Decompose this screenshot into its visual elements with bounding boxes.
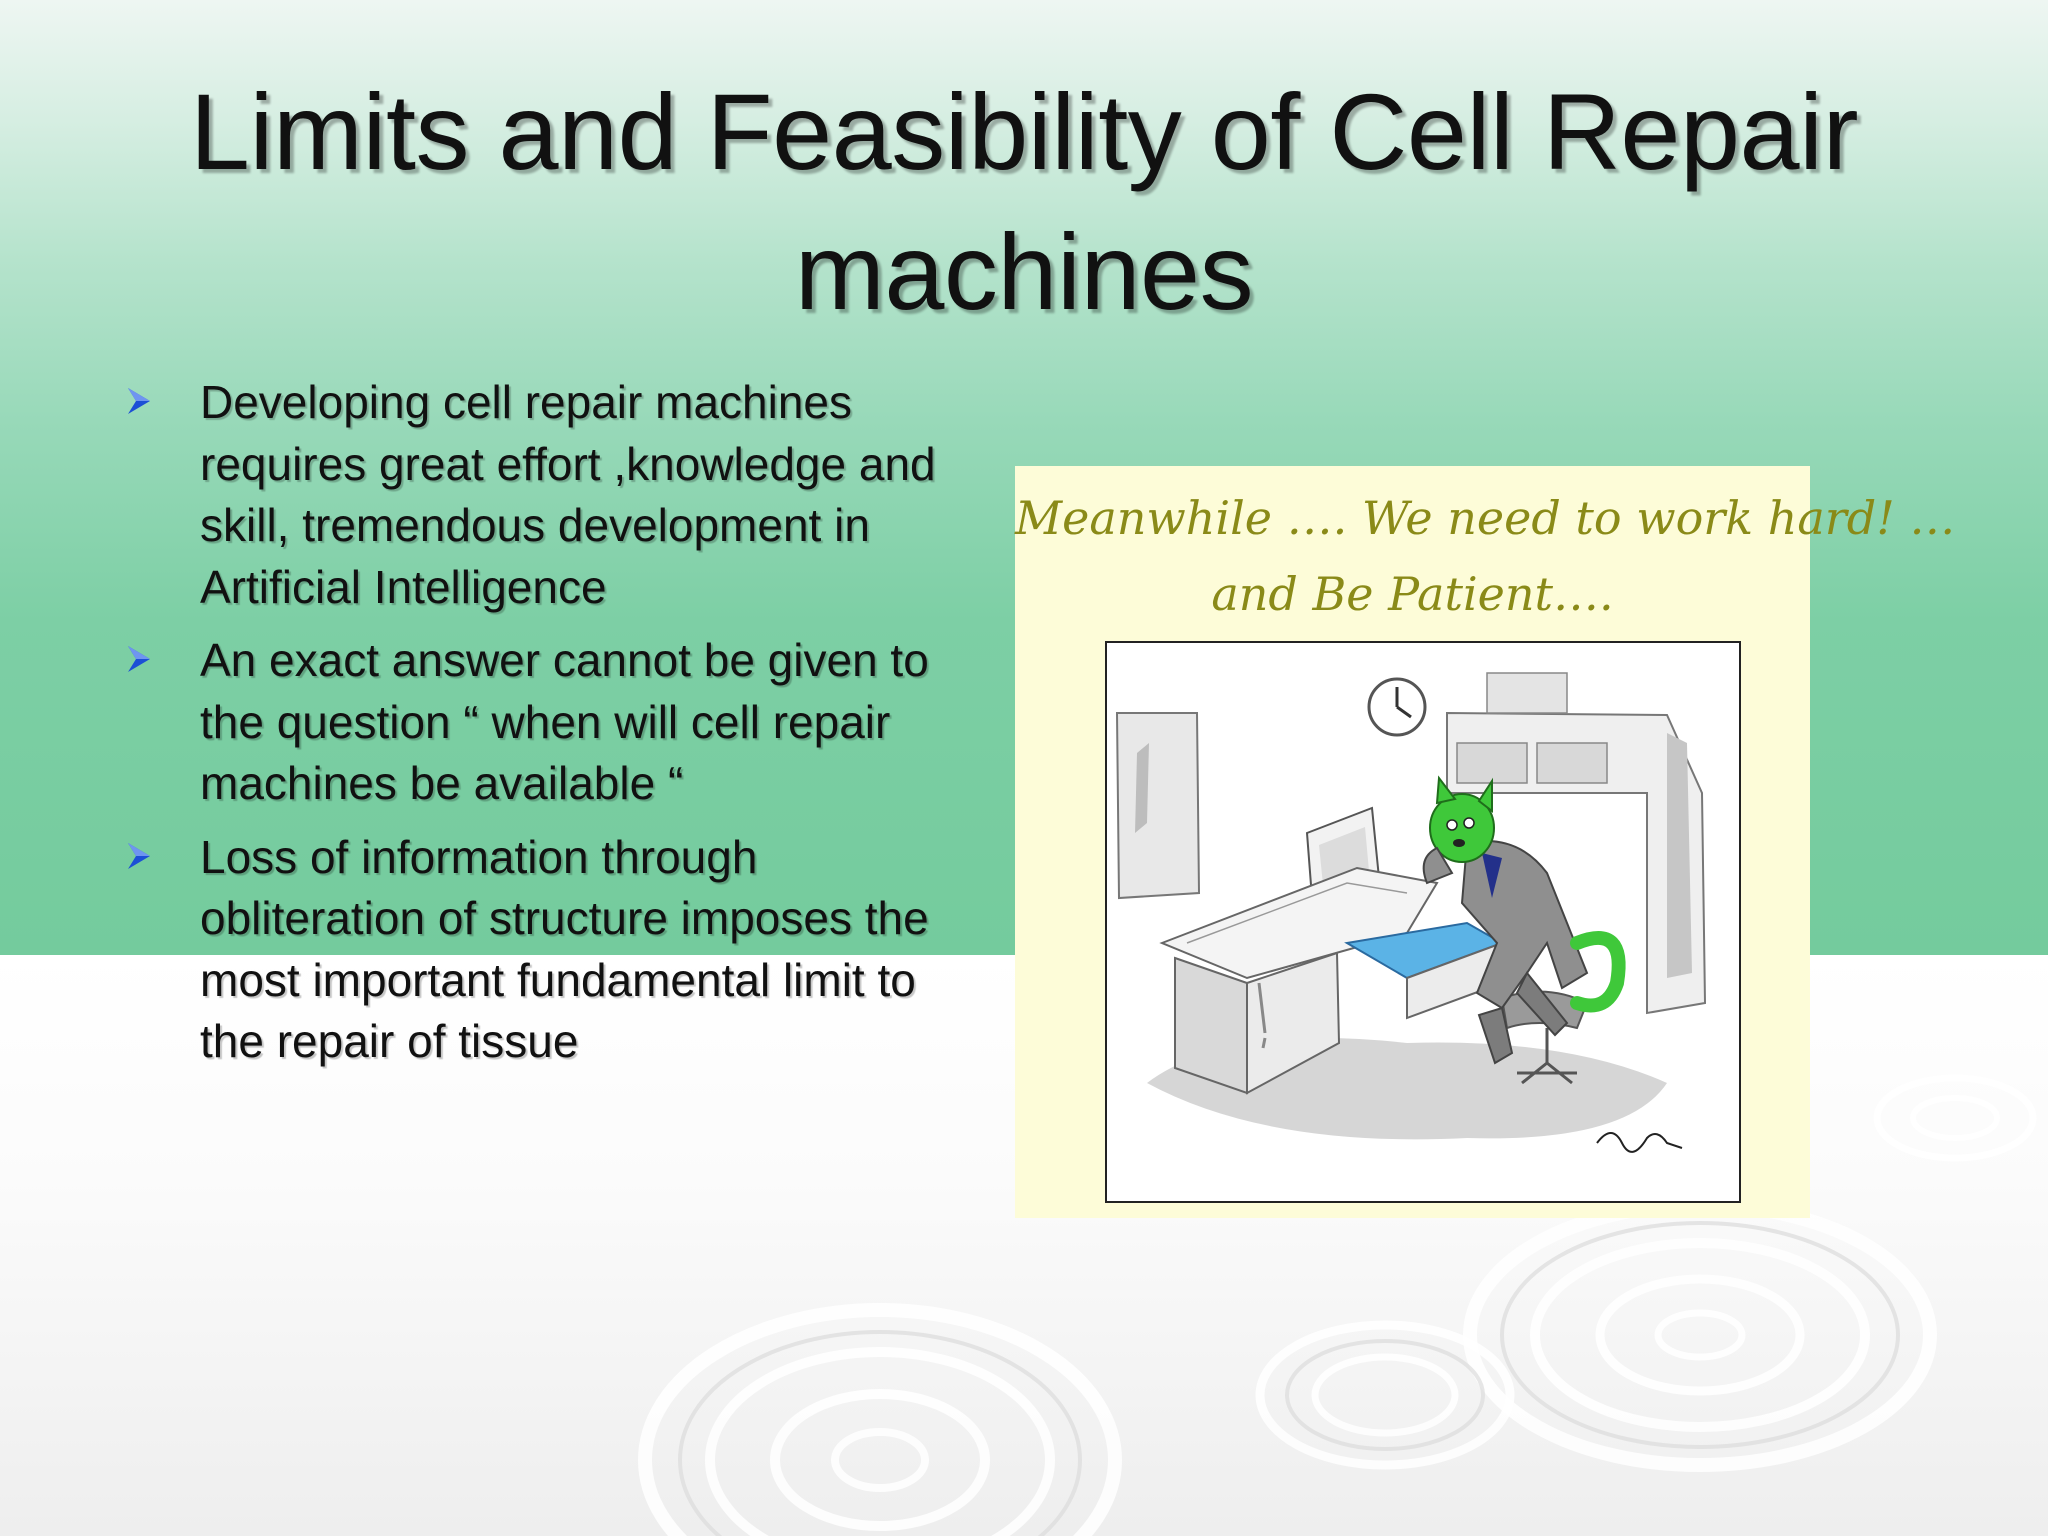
bullet-item: An exact answer cannot be given to the q…	[120, 630, 980, 815]
cartoon-frame	[1105, 641, 1741, 1203]
cartoon-illustration	[1115, 672, 1707, 1153]
cat-character	[1422, 775, 1626, 1065]
bullet-list: Developing cell repair machines requires…	[120, 372, 980, 1085]
cartoon-caption: Meanwhile …. We need to work hard! … and…	[1015, 480, 1956, 632]
bullet-text: An exact answer cannot be given to the q…	[200, 634, 929, 809]
bullet-text: Loss of information through obliteration…	[200, 830, 929, 1068]
wall-clock	[1367, 677, 1427, 737]
arrow-bullet-icon	[128, 388, 150, 414]
slide-title-line-2: machines	[794, 211, 1254, 332]
cartoon-image: Meanwhile …. We need to work hard! … and…	[1015, 466, 1956, 1218]
bullet-item: Loss of information through obliteration…	[120, 827, 980, 1073]
bullet-text: Developing cell repair machines requires…	[200, 376, 936, 613]
bullet-item: Developing cell repair machines requires…	[120, 372, 980, 618]
artist-signature	[1596, 1132, 1683, 1153]
cartoon-caption-line-2: and Be Patient….	[1211, 567, 1614, 621]
right-shelves	[1446, 711, 1707, 1015]
slide-title: Limits and Feasibility of Cell Repair ma…	[80, 62, 1968, 342]
desk-body	[1174, 956, 1248, 1095]
cartoon-caption-line-1: Meanwhile …. We need to work hard! …	[1015, 491, 1956, 545]
desk-top	[1159, 866, 1439, 980]
slide-title-line-1: Limits and Feasibility of Cell Repair	[189, 71, 1859, 192]
arrow-bullet-icon	[128, 842, 150, 869]
left-cabinet	[1115, 712, 1201, 900]
arrow-bullet-icon	[128, 646, 150, 672]
cat-tail	[1570, 931, 1626, 1013]
